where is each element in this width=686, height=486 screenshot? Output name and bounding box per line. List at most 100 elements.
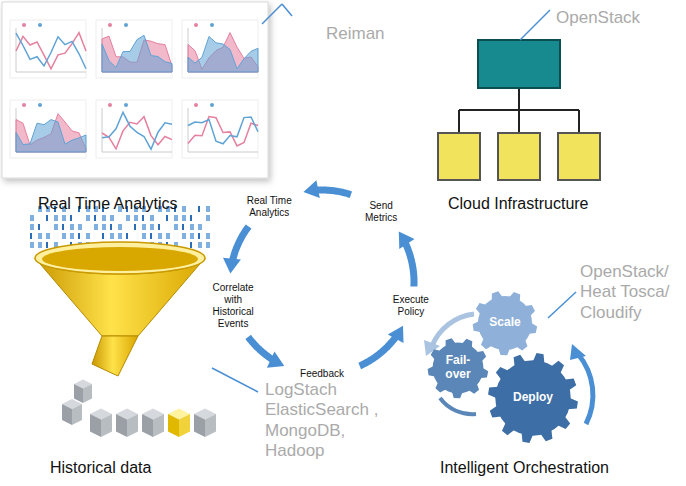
gear-node: Scale xyxy=(472,290,538,356)
cycle-step: Real Time Analytics xyxy=(242,195,296,219)
tool-callout: LogStach ElasticSearch , MongoDB, Hadoop xyxy=(265,380,390,462)
bit-mark xyxy=(30,224,34,230)
chart-axis xyxy=(16,72,86,73)
cube-face xyxy=(101,414,112,437)
bit-mark xyxy=(38,233,42,239)
cube-face xyxy=(83,384,92,403)
bit-mark xyxy=(46,233,50,239)
cube-face xyxy=(116,414,127,437)
cube-face xyxy=(153,414,164,437)
bit-mark xyxy=(126,215,130,221)
cube-face xyxy=(62,404,72,425)
cycle-step: Execute Policy xyxy=(387,294,435,318)
bit-mark xyxy=(30,242,34,248)
tool-callout: OpenStack xyxy=(556,8,666,28)
gear-teeth xyxy=(473,291,537,355)
bit-mark xyxy=(54,215,58,221)
gear-label: Fail-over xyxy=(439,354,477,382)
bit-mark xyxy=(198,233,200,239)
bit-mark xyxy=(30,233,32,239)
gear-body xyxy=(478,296,532,350)
section-caption: Cloud Infrastructure xyxy=(448,194,668,213)
gear-node: Fail-over xyxy=(427,337,489,399)
cycle-arrow xyxy=(440,398,476,414)
bit-mark xyxy=(182,206,186,212)
legend-dot xyxy=(38,103,42,107)
cycle-connector xyxy=(303,180,351,198)
chart-frame xyxy=(10,100,86,158)
bit-mark xyxy=(150,233,152,239)
gear-label: Scale xyxy=(489,316,520,330)
bit-mark xyxy=(110,215,114,221)
chart-area xyxy=(188,36,258,72)
legend-dot xyxy=(194,23,198,27)
cycle-arrow xyxy=(578,354,593,424)
bit-mark xyxy=(190,215,192,221)
step-label: Feedback xyxy=(292,368,352,380)
bit-mark xyxy=(206,206,210,212)
legend-dot xyxy=(22,23,26,27)
chart-axis xyxy=(188,108,189,152)
data-cubes xyxy=(62,380,216,438)
cube-face xyxy=(90,414,101,437)
step-label: Correlate with Historical Events xyxy=(205,282,261,330)
arrow-head xyxy=(570,344,586,360)
arc-line xyxy=(360,335,398,366)
bit-mark xyxy=(62,233,66,239)
legend-dot xyxy=(38,23,42,27)
chart-area xyxy=(188,33,258,72)
bit-mark xyxy=(190,242,192,248)
cube-face xyxy=(179,414,190,437)
leader-line xyxy=(212,368,258,392)
funnel-spout xyxy=(92,336,138,376)
section-caption: Real Time Analytics xyxy=(38,194,258,213)
bit-mark xyxy=(150,224,154,230)
cube-face xyxy=(72,404,82,425)
cycle-connector xyxy=(360,326,404,366)
legend-dot xyxy=(124,103,128,107)
chart-frame xyxy=(96,100,172,158)
gear-body xyxy=(433,343,484,394)
tool-callout: Reiman xyxy=(326,24,416,44)
legend-dot xyxy=(124,23,128,27)
arc-line xyxy=(232,227,249,263)
bit-mark xyxy=(102,224,106,230)
bit-mark xyxy=(102,215,106,221)
chart-line xyxy=(16,33,86,69)
bit-mark xyxy=(174,215,178,221)
dashboard-charts xyxy=(10,20,258,158)
chart-frame xyxy=(182,100,258,158)
bit-mark xyxy=(142,215,144,221)
bit-mark xyxy=(38,224,40,230)
bit-mark xyxy=(78,233,80,239)
bit-mark xyxy=(94,215,96,221)
funnel-rim xyxy=(35,242,205,274)
tree-lines xyxy=(459,88,579,133)
bit-mark xyxy=(110,224,112,230)
bit-mark xyxy=(182,233,186,239)
chart-area xyxy=(16,114,86,152)
chart-area xyxy=(102,35,172,72)
chart-axis xyxy=(102,152,172,153)
legend-dot xyxy=(22,103,26,107)
bit-mark xyxy=(86,233,90,239)
leader-line xyxy=(262,4,292,24)
legend-dot xyxy=(210,103,214,107)
bit-mark xyxy=(62,215,66,221)
bit-mark xyxy=(70,215,72,221)
legend-dot xyxy=(194,103,198,107)
chart-axis xyxy=(188,152,258,153)
bit-mark xyxy=(198,242,202,248)
bit-mark xyxy=(94,224,98,230)
leader-line xyxy=(548,292,576,318)
gear-label: Deploy xyxy=(513,391,553,405)
cycle-step: Feedback xyxy=(292,368,352,380)
cube-face xyxy=(194,414,205,437)
dashboard-panel xyxy=(2,2,268,178)
bit-mark xyxy=(182,224,184,230)
bit-mark xyxy=(158,224,160,230)
cube-face xyxy=(127,414,138,437)
cube-face xyxy=(142,414,153,437)
step-label: Send Metrics xyxy=(359,200,403,224)
leader-line xyxy=(520,10,550,40)
